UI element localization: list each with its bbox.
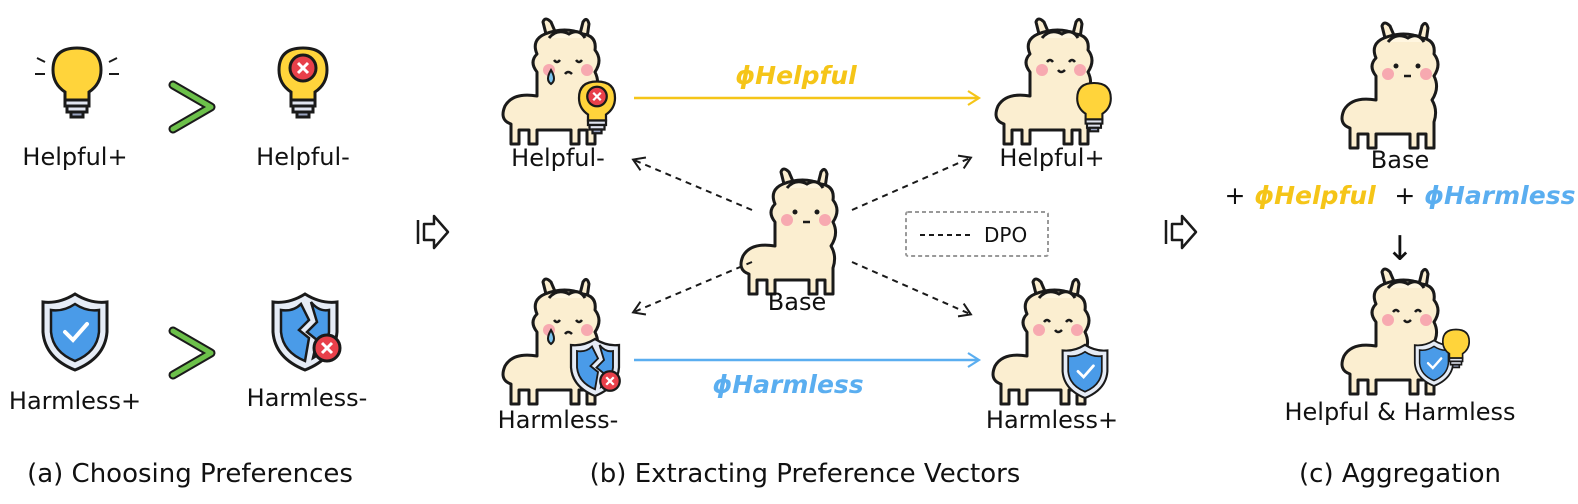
helpful-vector-label: ϕHelpful — [735, 61, 857, 90]
broken-lightbulb-icon — [277, 46, 329, 119]
dpo-legend-label: DPO — [984, 223, 1027, 247]
shield-check-icon — [41, 292, 109, 372]
label-harmless-plus: Harmless+ — [9, 387, 141, 415]
next-arrow-icon — [1164, 214, 1198, 250]
dpo-arrow-harmless-plus — [851, 261, 973, 318]
lightbulb-icon — [35, 46, 119, 119]
llama-helpful-minus — [501, 17, 617, 146]
llama-base-c — [1340, 21, 1440, 150]
harmless-vector-label: ϕHarmless — [712, 370, 863, 399]
harmless-vector-term: ϕHarmless — [1424, 181, 1575, 210]
panel-c: Base + ϕHelpful + ϕHarmless ↓ Helpful & … — [1225, 21, 1576, 489]
label-helpful-plus: Helpful+ — [22, 143, 127, 171]
label-base-c: Base — [1371, 146, 1429, 174]
caption-b: (b) Extracting Preference Vectors — [590, 459, 1021, 489]
label-harmless-plus: Harmless+ — [986, 406, 1118, 434]
caption-a: (a) Choosing Preferences — [27, 459, 353, 489]
panel-a: Helpful+ Helpful- Harmless+ Harmless- (a… — [9, 46, 368, 489]
panel-b: Helpful- Helpful+ Base Harmless- Harmles… — [498, 17, 1118, 489]
dpo-legend: DPO — [905, 211, 1049, 257]
label-helpful-harmless: Helpful & Harmless — [1284, 398, 1515, 426]
greater-than-icon — [173, 331, 211, 375]
dpo-arrow-helpful-minus — [631, 156, 753, 211]
plus-sign: + — [1394, 181, 1415, 210]
plus-sign: + — [1225, 181, 1246, 210]
llama-harmless-minus — [501, 277, 621, 406]
dpo-arrow-helpful-plus — [851, 154, 973, 211]
helpful-vector-term: ϕHelpful — [1254, 181, 1376, 210]
llama-helpful-plus — [994, 17, 1112, 146]
label-harmless-minus: Harmless- — [247, 384, 368, 412]
aggregation-formula: + ϕHelpful + ϕHarmless — [1225, 181, 1576, 210]
llama-harmless-plus — [991, 277, 1109, 406]
down-arrow: ↓ — [1386, 229, 1415, 269]
label-helpful-plus: Helpful+ — [999, 144, 1104, 172]
label-base: Base — [768, 288, 826, 316]
label-helpful-minus: Helpful- — [511, 144, 605, 172]
dpo-arrow-harmless-minus — [631, 261, 753, 316]
llama-helpful-harmless — [1340, 267, 1471, 396]
broken-shield-icon — [271, 292, 342, 372]
next-arrow-icon — [416, 214, 450, 250]
caption-c: (c) Aggregation — [1299, 459, 1501, 489]
llama-base — [739, 167, 839, 296]
greater-than-icon — [173, 85, 211, 129]
label-helpful-minus: Helpful- — [256, 143, 350, 171]
label-harmless-minus: Harmless- — [498, 406, 619, 434]
